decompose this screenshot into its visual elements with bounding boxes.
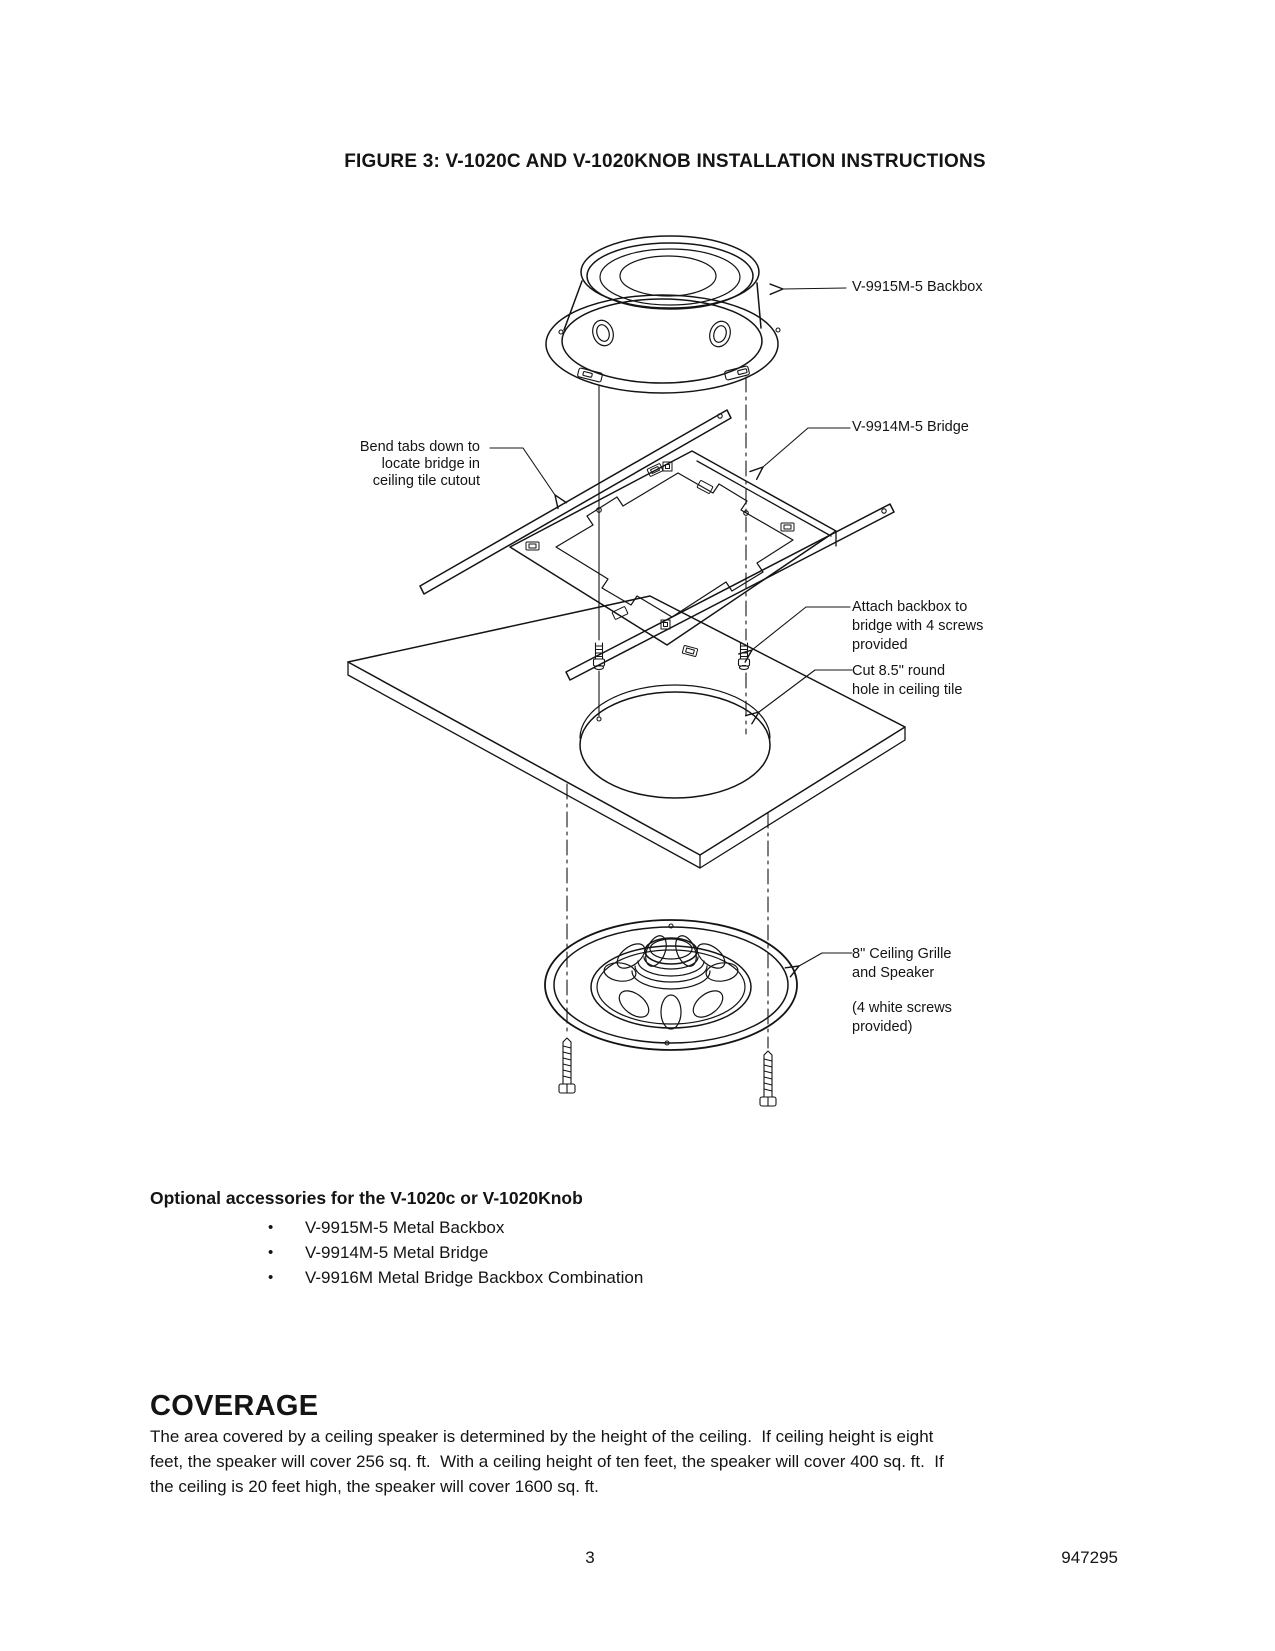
bullet-icon: • (268, 1269, 274, 1286)
bridge-screw (737, 642, 751, 671)
ceiling-tile-drawing (347, 595, 906, 869)
accessory-item-label: V-9916M Metal Bridge Backbox Combination (305, 1267, 644, 1287)
label-screws-note: (4 white screws provided) (852, 1000, 952, 1035)
label-cut-hole: Cut 8.5" round hole in ceiling tile (852, 663, 963, 698)
coverage-heading: COVERAGE (150, 1390, 319, 1422)
accessory-item: • V-9916M Metal Bridge Backbox Combinati… (268, 1265, 643, 1290)
accessory-item-label: V-9915M-5 Metal Backbox (305, 1217, 505, 1237)
backbox-drawing (545, 235, 781, 394)
page-number: 3 (585, 1548, 595, 1567)
bullet-icon: • (268, 1244, 274, 1261)
accessory-item: • V-9914M-5 Metal Bridge (268, 1240, 643, 1265)
label-grille-speaker: 8" Ceiling Grille and Speaker (852, 946, 952, 981)
grille-screw (759, 1050, 777, 1107)
grille-screw (558, 1037, 576, 1094)
leader-lines (489, 283, 853, 978)
alignment-centerlines (566, 376, 769, 1049)
bullet-icon: • (268, 1219, 274, 1236)
accessory-item-label: V-9914M-5 Metal Bridge (305, 1242, 489, 1262)
label-attach-backbox: Attach backbox to bridge with 4 screws p… (852, 599, 984, 653)
accessories-list: • V-9915M-5 Metal Backbox • V-9914M-5 Me… (268, 1215, 643, 1290)
coverage-paragraph: The area covered by a ceiling speaker is… (150, 1427, 944, 1496)
label-bend-tabs: Bend tabs down to locate bridge in ceili… (359, 439, 480, 489)
bridge-drawing (419, 409, 895, 681)
grille-speaker-drawing (544, 919, 798, 1107)
label-bridge: V-9914M-5 Bridge (852, 419, 969, 435)
bridge-screw (592, 642, 606, 671)
accessory-item: • V-9915M-5 Metal Backbox (268, 1215, 643, 1240)
figure-title: FIGURE 3: V-1020C AND V-1020KNOB INSTALL… (344, 151, 986, 172)
doc-number: 947295 (1061, 1548, 1118, 1567)
accessories-heading: Optional accessories for the V-1020c or … (150, 1188, 583, 1208)
label-backbox: V-9915M-5 Backbox (852, 279, 983, 295)
